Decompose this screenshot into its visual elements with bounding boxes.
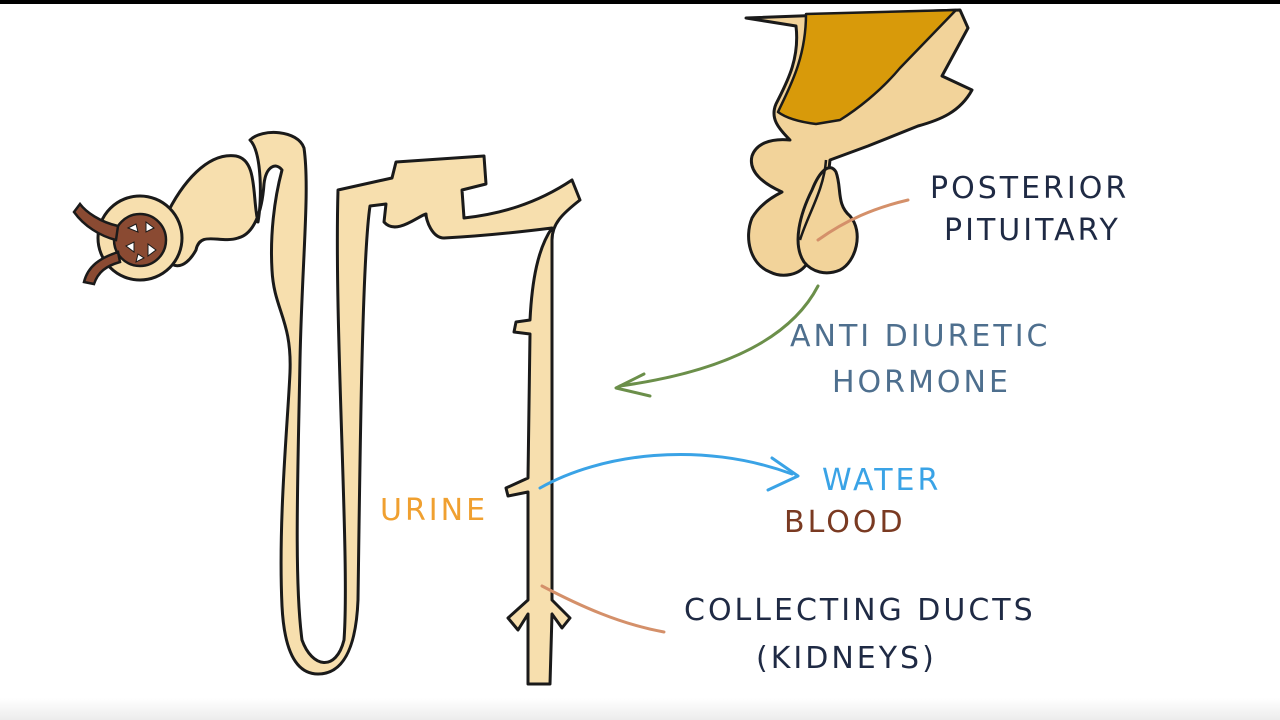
glomerulus-highlights: [125, 221, 157, 263]
hypothalamus-region: [776, 8, 958, 126]
adh-label-line2: HORMONE: [832, 365, 1011, 400]
adh-arrow-head: [614, 372, 652, 398]
posterior-pituitary-pointer: [816, 198, 910, 242]
efferent-arteriole: [82, 250, 122, 286]
blood-label: BLOOD: [784, 505, 906, 540]
nephron-tubule: [163, 130, 582, 686]
collecting-duct-pointer: [540, 584, 666, 634]
adh-label-line1: ANTI DIURETIC: [790, 319, 1051, 354]
adh-arrow: [614, 284, 820, 398]
infundibulum: [798, 159, 828, 241]
posterior-pituitary-label-line2: PITUITARY: [944, 213, 1121, 248]
posterior-pituitary-label-line1: POSTERIOR: [930, 171, 1130, 206]
water-label: WATER: [822, 463, 942, 498]
nephron: [72, 130, 582, 686]
water-arrow: [538, 452, 800, 492]
afferent-arteriole: [72, 201, 120, 242]
pituitary-gland: [744, 8, 974, 277]
collecting-ducts-label-line2: (KIDNEYS): [756, 641, 937, 676]
posterior-pituitary-lobe: [796, 166, 859, 275]
collecting-ducts-label-line1: COLLECTING DUCTS: [684, 593, 1036, 628]
urine-label: URINE: [380, 493, 489, 528]
water-arrow-head: [766, 456, 800, 492]
